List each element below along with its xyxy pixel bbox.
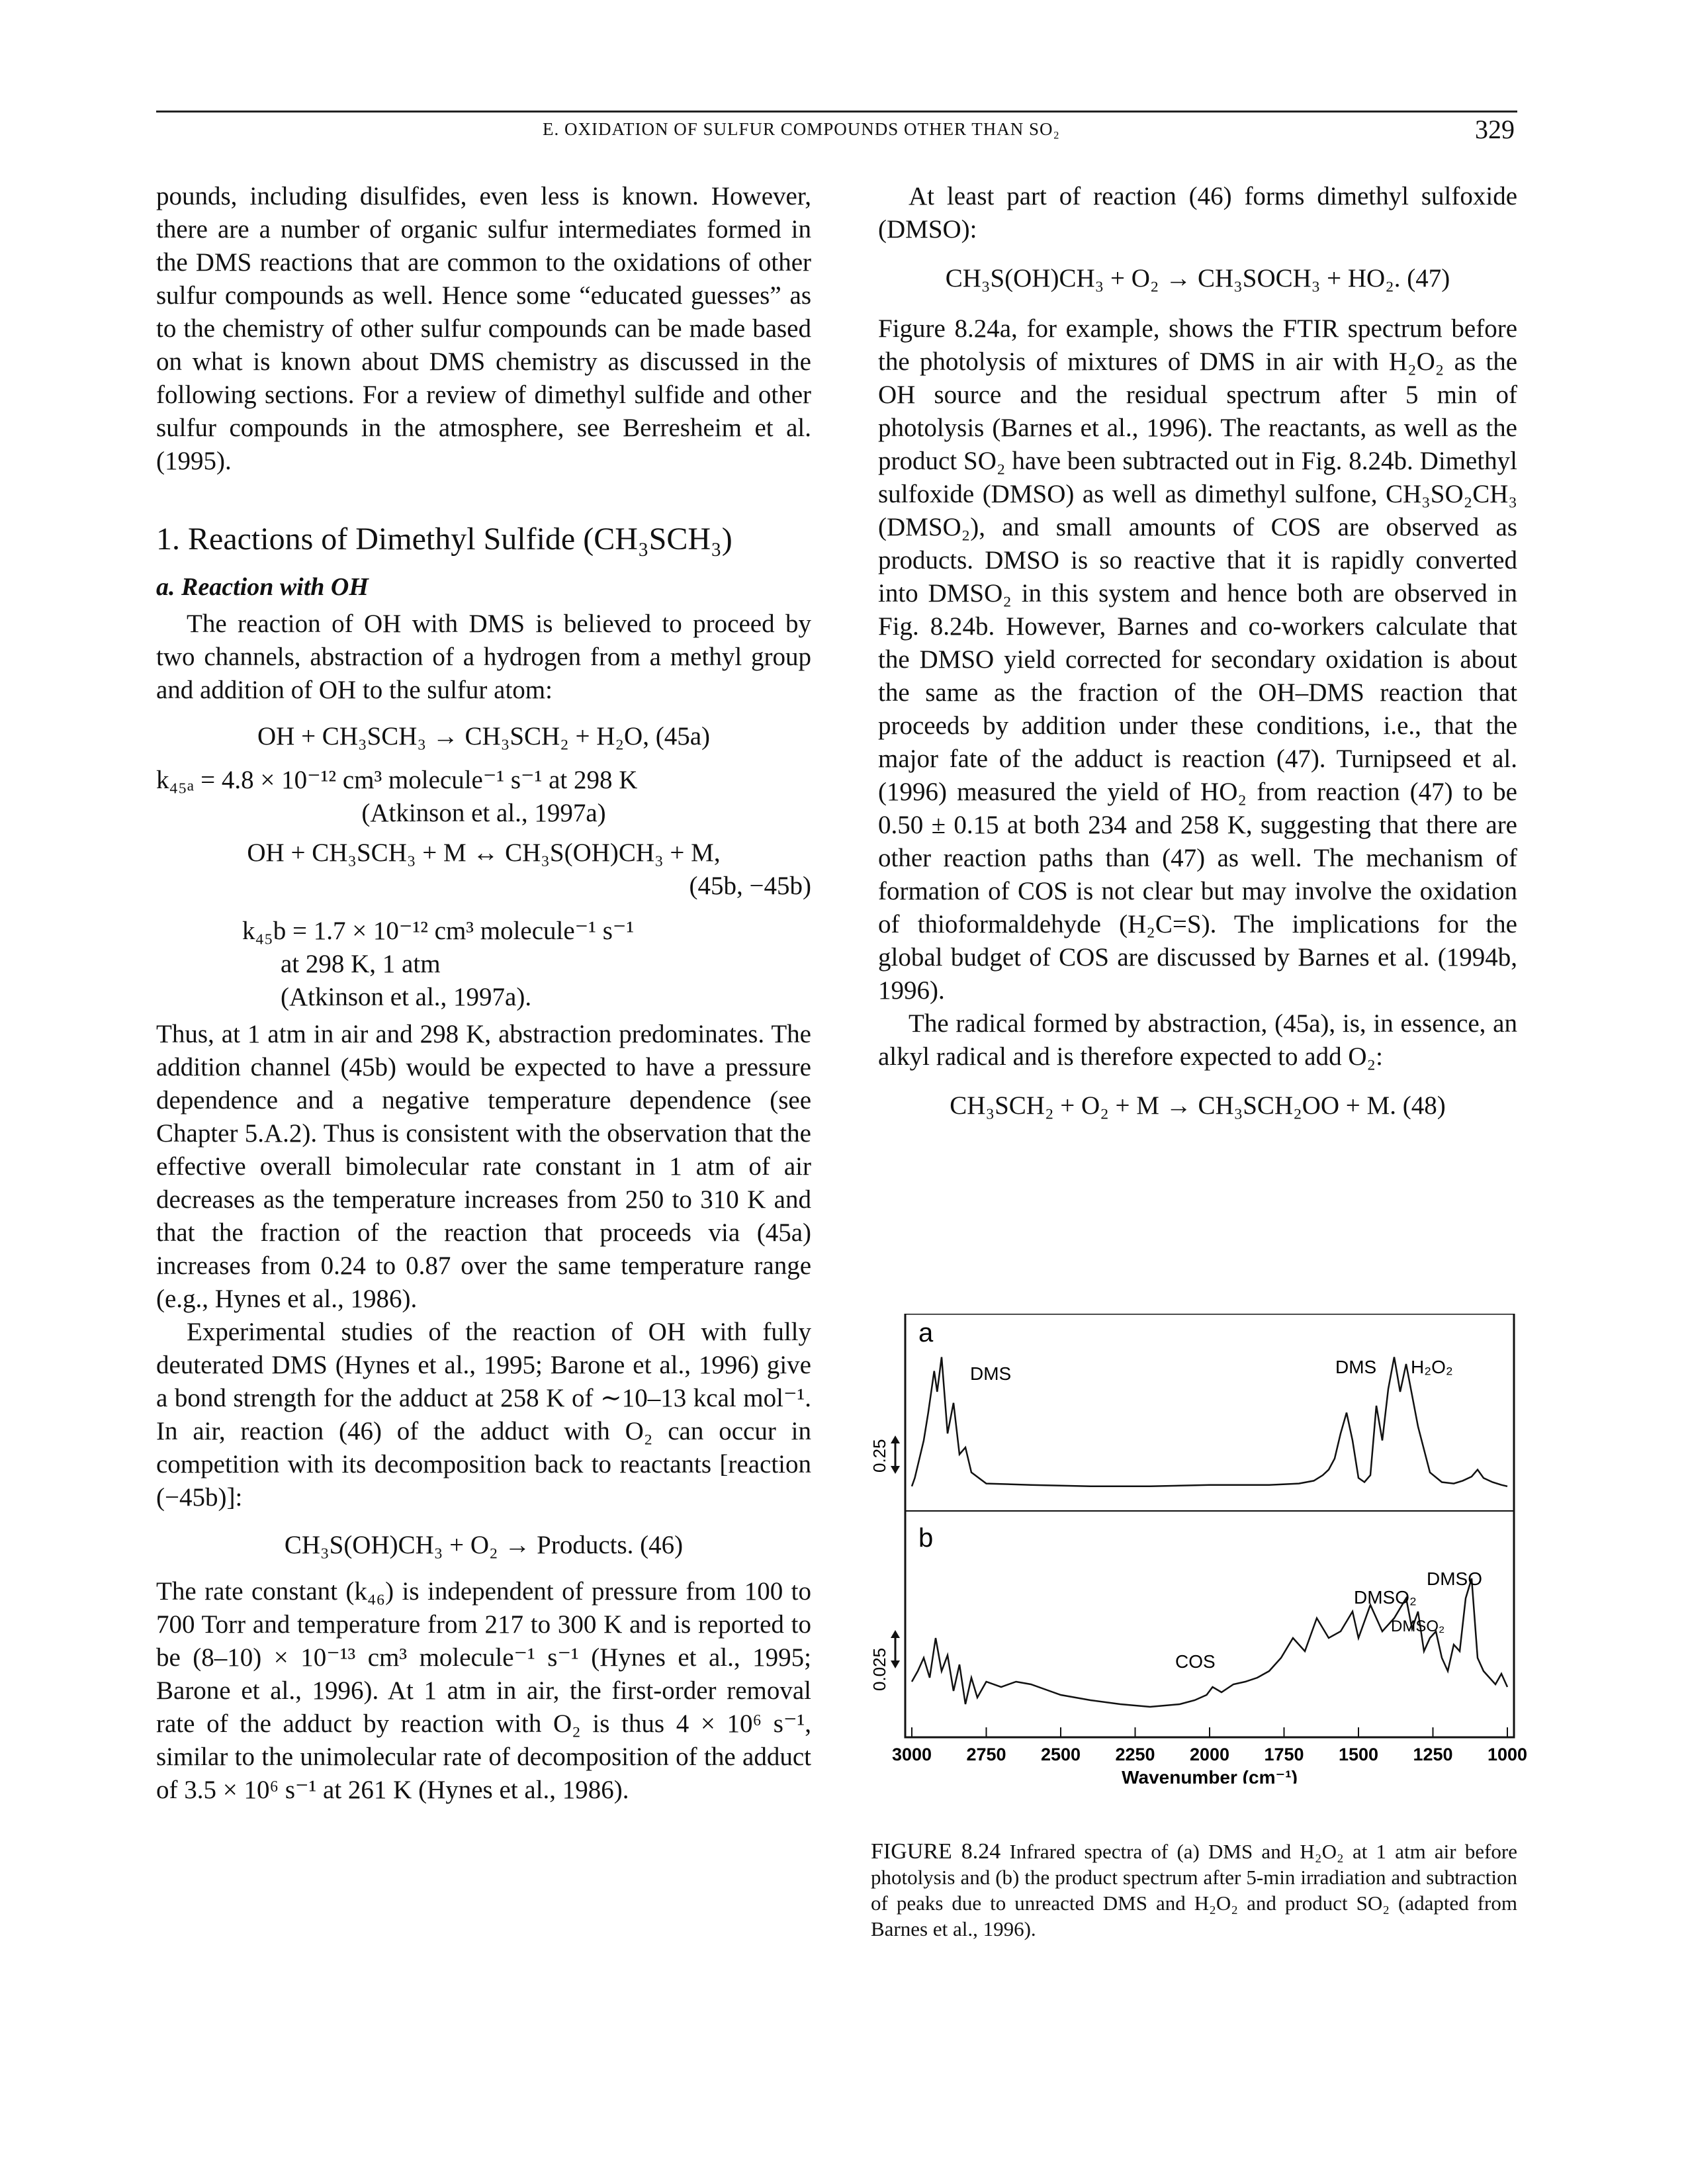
x-tick-label: 2750: [966, 1745, 1006, 1764]
running-head: E. OXIDATION OF SULFUR COMPOUNDS OTHER T…: [543, 119, 1060, 139]
peak-label-dmso2-upper: DMSO₂: [1354, 1587, 1417, 1608]
x-tick-label: 1500: [1339, 1745, 1378, 1764]
paragraph: The reaction of OH with DMS is believed …: [156, 610, 811, 704]
equation-47: CH₃S(OH)CH₃ + O₂ → CH₃SOCH₃ + HO₂. (47): [945, 264, 1450, 293]
x-tick-label: 1250: [1413, 1745, 1452, 1764]
x-tick-label: 1000: [1488, 1745, 1527, 1764]
right-column: At least part of reaction (46) forms dim…: [878, 180, 1517, 1122]
panel-label-b: b: [918, 1524, 933, 1553]
peak-label-dmso2-inner: DMSO₂: [1391, 1617, 1444, 1635]
equation-48: CH₃SCH₂ + O₂ + M → CH₃SCH₂OO + M. (48): [950, 1091, 1446, 1120]
rate-constant-45b-value: k₄₅b = 1.7 × 10⁻¹² cm³ molecule⁻¹ s⁻¹: [242, 917, 635, 945]
x-axis-ticks: 3000 2750 2500 2250 2000 1750 1500 1250 1000: [892, 1727, 1527, 1764]
paragraph: The radical formed by abstraction, (45a)…: [878, 1009, 1517, 1071]
figure-caption-label: FIGURE 8.24: [871, 1839, 1001, 1864]
series-line-a: [911, 1357, 1508, 1488]
rate-constant-45b: k₄₅b = 1.7 × 10⁻¹² cm³ molecule⁻¹ s⁻¹ at…: [156, 915, 811, 1014]
peak-label-dms-right: DMS: [1335, 1357, 1376, 1377]
scale-bar-a-arrows: [891, 1435, 900, 1474]
peak-label-dms-left: DMS: [970, 1363, 1011, 1384]
rate-constant-45a: k₄₅ₐ = 4.8 × 10⁻¹² cm³ molecule⁻¹ s⁻¹ at…: [156, 766, 638, 794]
peak-label-h2o2: H₂O₂: [1411, 1357, 1453, 1377]
section-heading: 1. Reactions of Dimethyl Sulfide (CH₃SCH…: [156, 522, 733, 557]
equation-number: (45b, −45b): [689, 872, 811, 900]
x-tick-label: 2000: [1190, 1745, 1229, 1764]
scale-bar-b: 0.025: [869, 1630, 900, 1691]
x-tick-label: 2500: [1041, 1745, 1081, 1764]
x-tick-label: 3000: [892, 1745, 932, 1764]
series-line-b: [911, 1578, 1509, 1708]
x-tick-label: 2250: [1115, 1745, 1155, 1764]
x-tick-label: 1750: [1264, 1745, 1304, 1764]
x-axis-label: Wavenumber (cm⁻¹): [1122, 1767, 1298, 1784]
page-number: 329: [1475, 114, 1515, 144]
spectrum-chart: 3000 2750 2500 2250 2000 1750 1500 1250 1000 a b…: [869, 1312, 1527, 1788]
scale-label-b: 0.025: [869, 1648, 889, 1691]
reference: (Atkinson et al., 1997a).: [281, 983, 532, 1011]
panel-label-a: a: [918, 1318, 934, 1347]
scale-bar-a: 0.25: [869, 1435, 900, 1474]
scale-bar-b-arrows: [891, 1630, 900, 1668]
paragraph: Figure 8.24a, for example, shows the FTI…: [878, 314, 1517, 1005]
peak-label-cos: COS: [1175, 1651, 1216, 1672]
series-b: [911, 1578, 1509, 1708]
peak-label-dmso: DMSO: [1427, 1569, 1482, 1589]
equation-45b: OH + CH₃SCH₃ + M ↔ CH₃S(OH)CH₃ + M,: [247, 839, 721, 867]
paragraph: Thus, at 1 atm in air and 298 K, abstrac…: [156, 1020, 811, 1313]
rate-constant-45b-condition: at 298 K, 1 atm: [281, 950, 441, 978]
paragraph: At least part of reaction (46) forms dim…: [878, 182, 1517, 244]
reference: (Atkinson et al., 1997a): [361, 799, 606, 827]
equation-46: CH₃S(OH)CH₃ + O₂ → Products. (46): [284, 1531, 684, 1559]
subsection-heading: a. Reaction with OH: [156, 573, 369, 601]
paragraph: pounds, including disulfides, even less …: [156, 182, 811, 475]
equation-45a: OH + CH₃SCH₃ → CH₃SCH₂ + H₂O, (45a): [257, 722, 710, 751]
paragraph: The rate constant (k₄₆) is independent o…: [156, 1577, 811, 1804]
header-rule: [156, 111, 1517, 113]
scale-label-a: 0.25: [869, 1439, 889, 1473]
series-a: [911, 1357, 1508, 1488]
figure-caption: FIGURE 8.24 Infrared spectra of (a) DMS …: [871, 1839, 1517, 1942]
paragraph: Experimental studies of the reaction of …: [156, 1318, 811, 1512]
figure-caption-text: Infrared spectra of (a) DMS and H₂O₂ at …: [871, 1840, 1517, 1940]
left-column: pounds, including disulfides, even less …: [156, 180, 811, 1807]
figure-8-24: 3000 2750 2500 2250 2000 1750 1500 1250 1000 a b…: [846, 1312, 1534, 1788]
